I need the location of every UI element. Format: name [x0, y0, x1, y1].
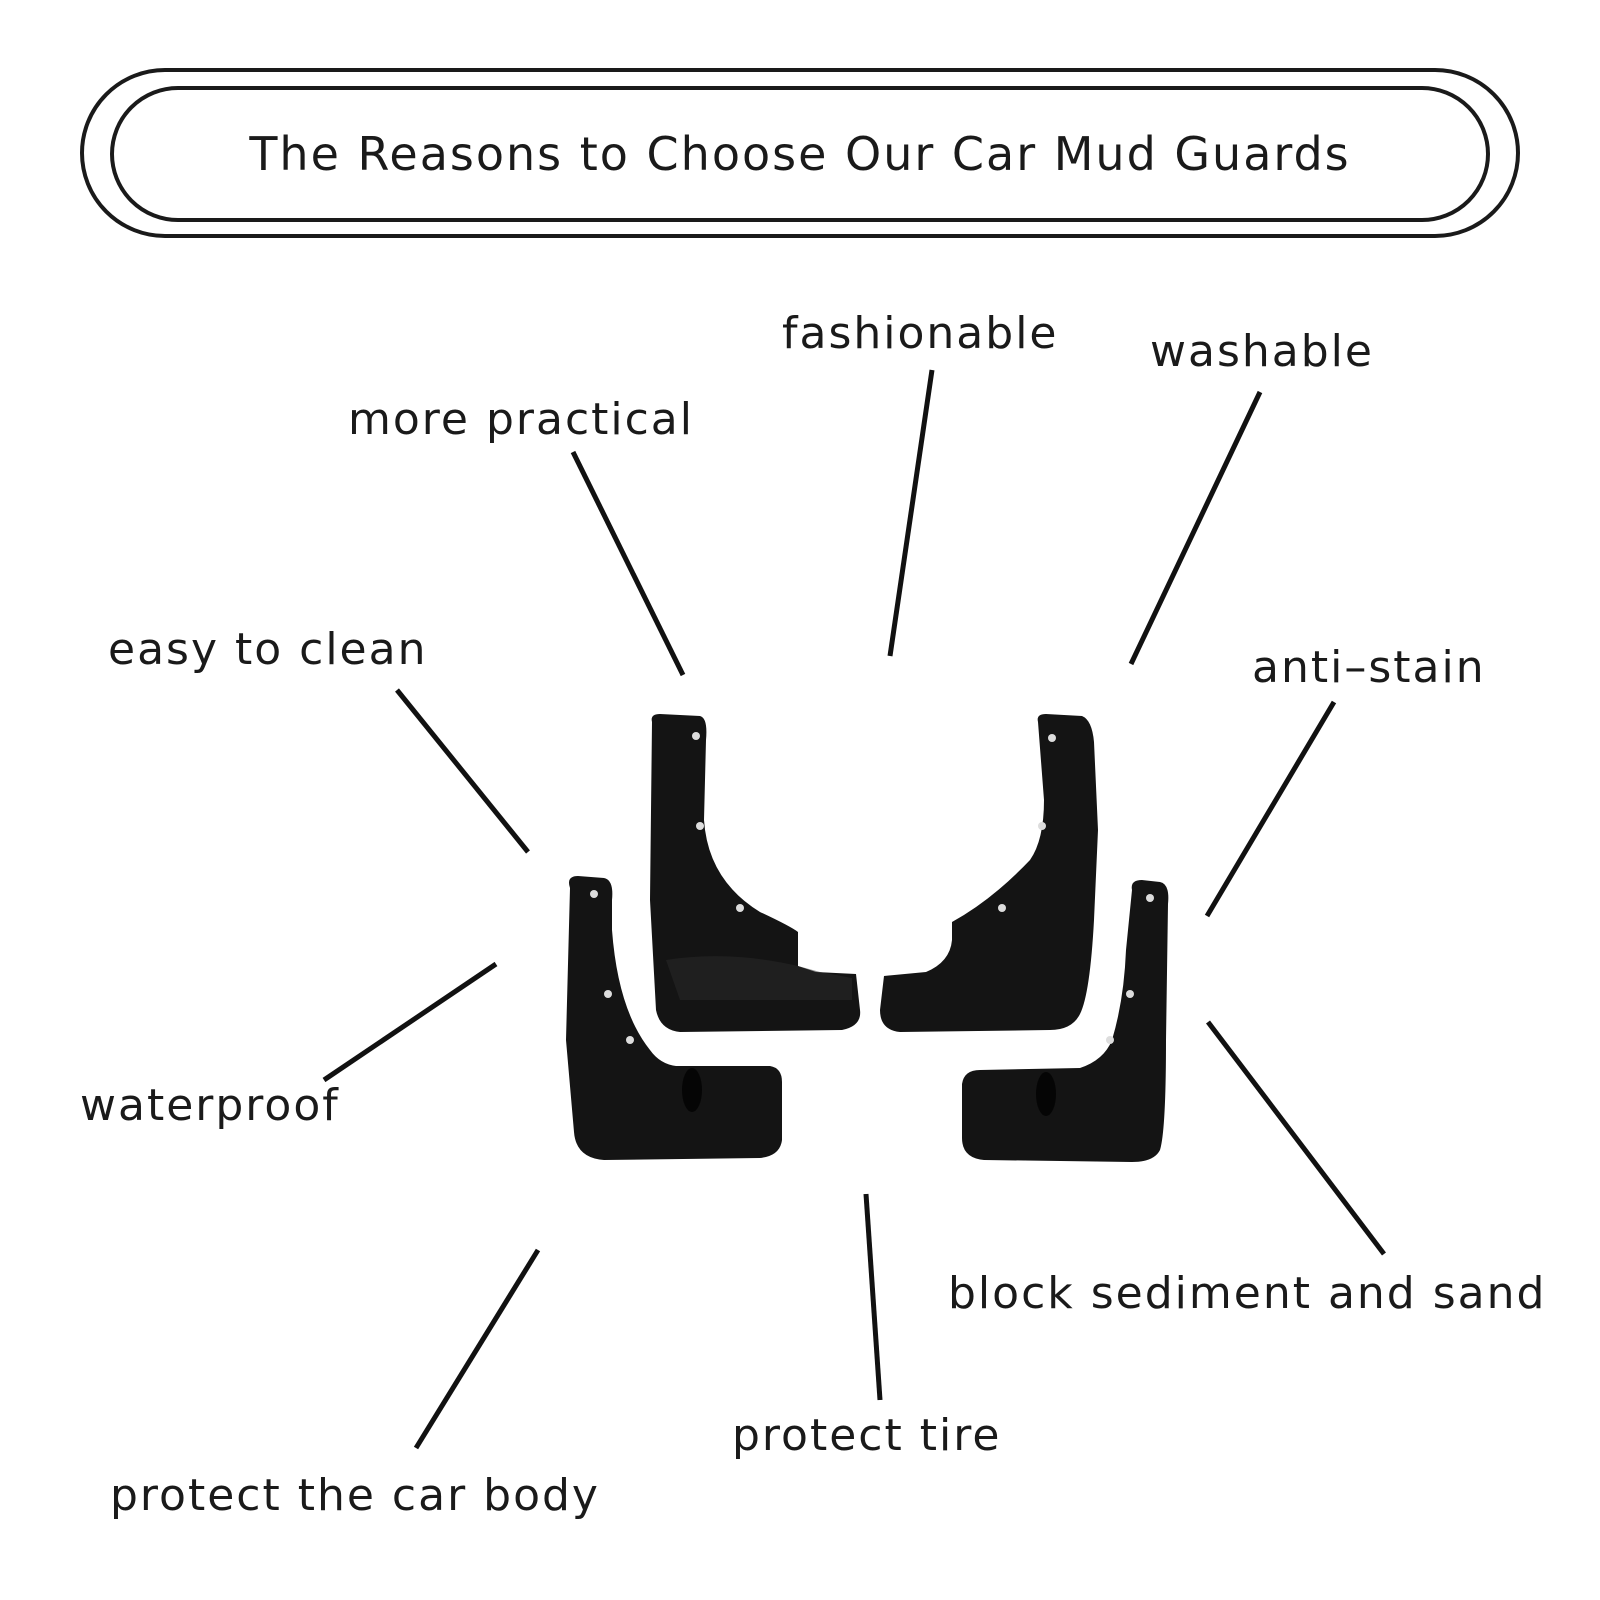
label-protect-tire: protect tire [732, 1410, 1002, 1461]
leader-washable [1128, 390, 1263, 666]
label-washable: washable [1150, 326, 1374, 377]
mud-guard-front-left [566, 876, 782, 1160]
label-easy-to-clean: easy to clean [108, 624, 428, 675]
leader-easy-to-clean [395, 688, 530, 854]
leader-fashionable [887, 369, 935, 657]
mud-guard-front-right [962, 880, 1169, 1162]
label-anti-stain: anti–stain [1252, 642, 1486, 693]
leader-block-sediment [1206, 1020, 1386, 1256]
mud-guard-rear-right [880, 714, 1098, 1032]
label-waterproof: waterproof [80, 1080, 340, 1131]
page-title: The Reasons to Choose Our Car Mud Guards [249, 127, 1351, 181]
leader-protect-body [413, 1248, 541, 1450]
label-protect-body: protect the car body [110, 1470, 600, 1521]
leader-protect-tire [863, 1193, 883, 1401]
label-more-practical: more practical [348, 394, 694, 445]
label-fashionable: fashionable [782, 308, 1059, 359]
label-block-sediment: block sediment and sand [948, 1268, 1547, 1319]
leader-more-practical [570, 450, 686, 677]
leader-waterproof [322, 961, 498, 1083]
mud-guard-rear-left [650, 714, 861, 1032]
leader-anti-stain [1204, 700, 1337, 918]
title-frame-outer [80, 68, 1520, 238]
title-frame: The Reasons to Choose Our Car Mud Guards [110, 86, 1490, 222]
